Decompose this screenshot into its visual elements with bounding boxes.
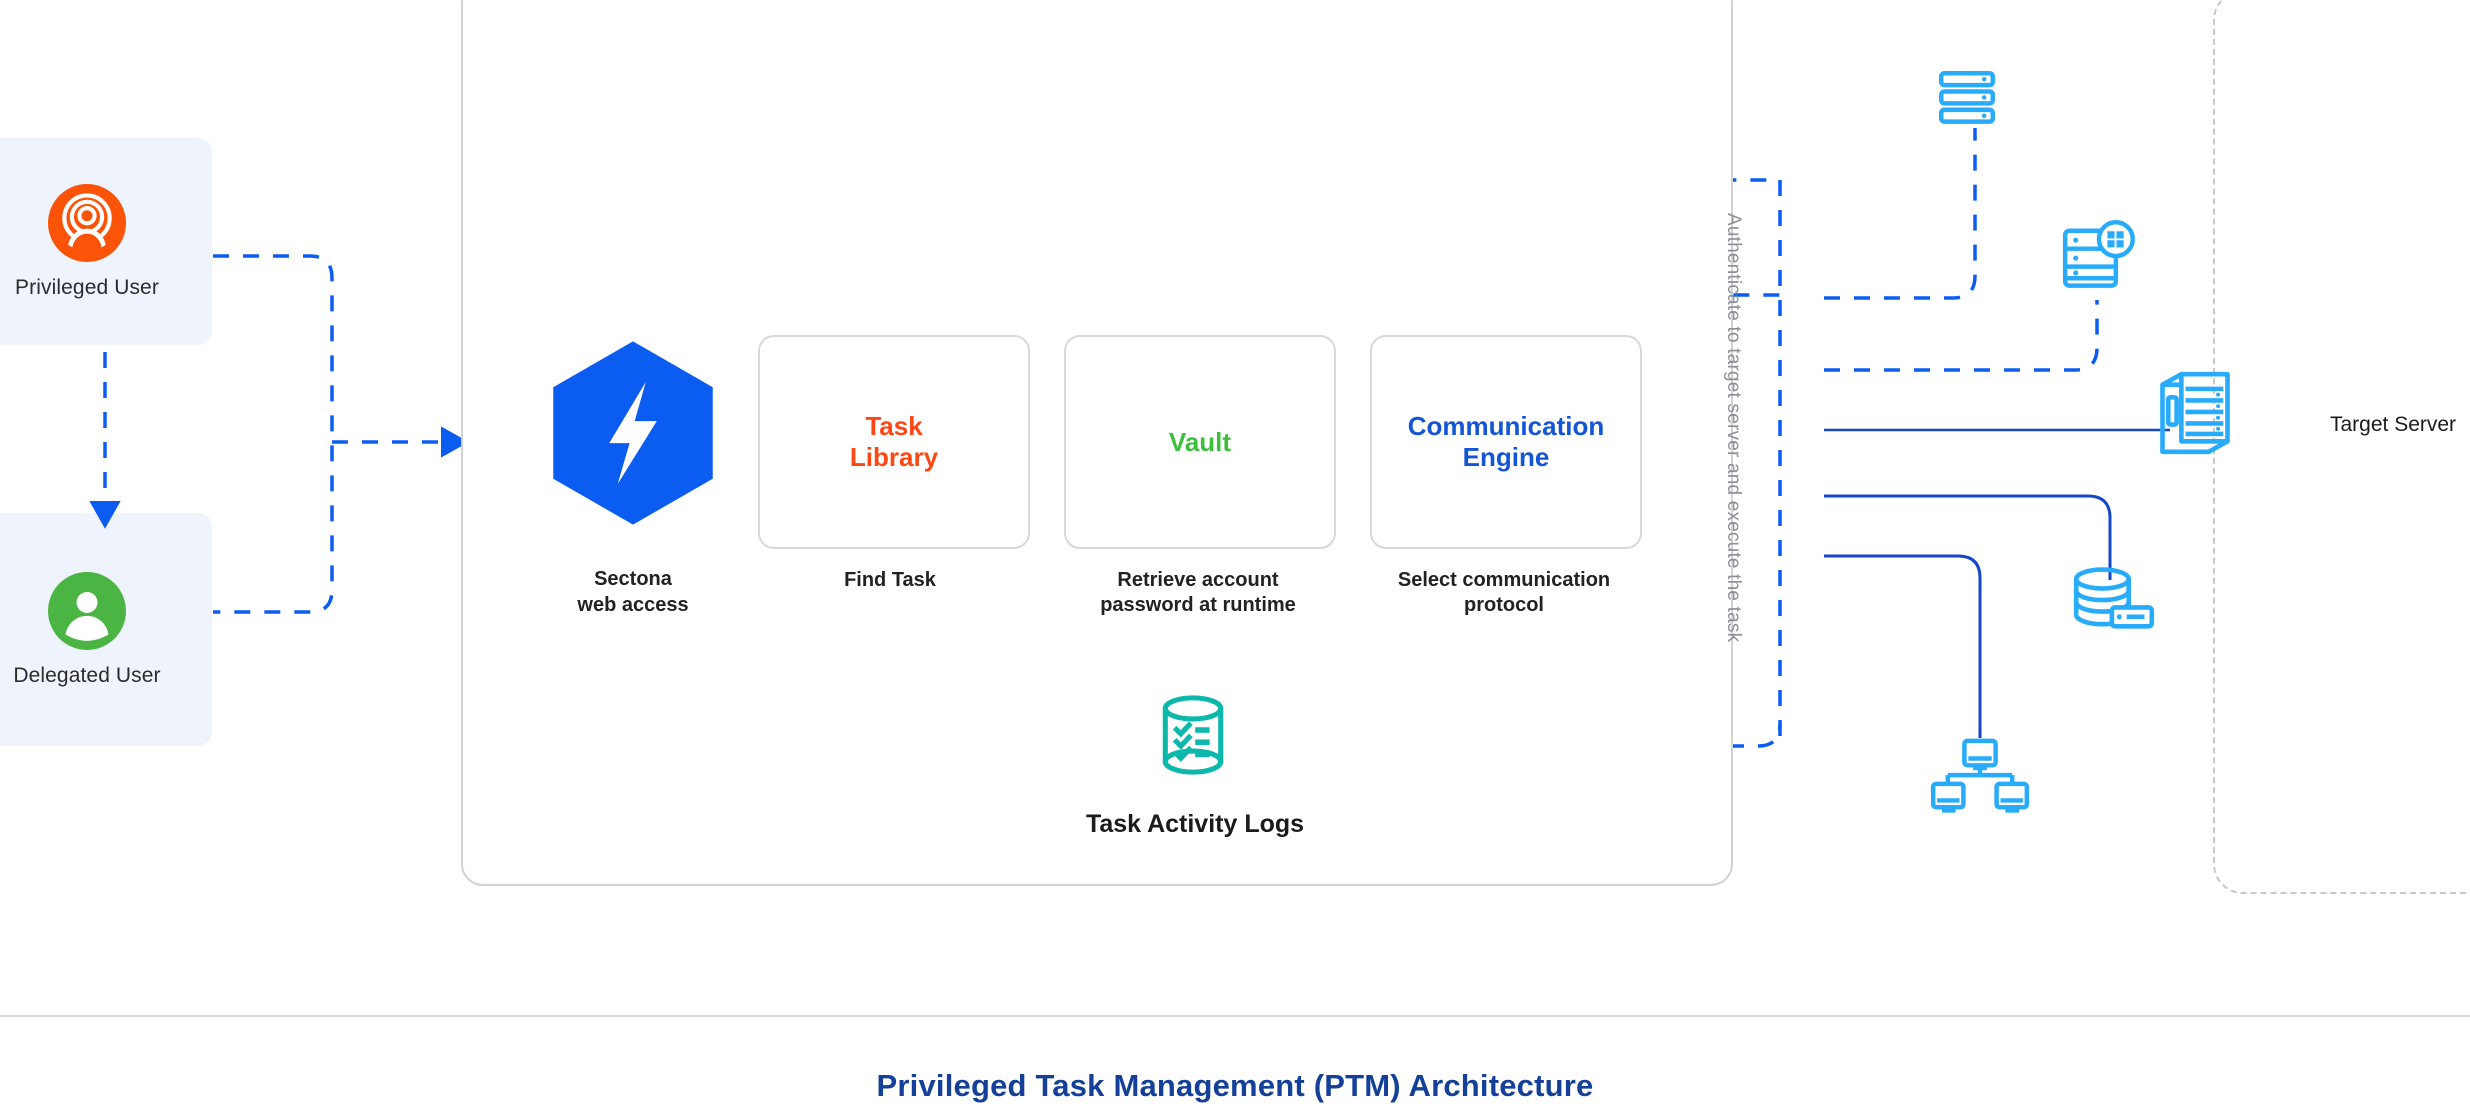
step-caption-line2: protocol [1464, 594, 1544, 616]
actor-label: Delegated User [13, 663, 161, 687]
step-title-line1: Communication [1407, 411, 1605, 442]
step-box-task-library[interactable]: Task Library [758, 335, 1030, 549]
actor-label: Privileged User [15, 275, 159, 299]
edge-privileged-to-bus [213, 254, 334, 614]
sectona-caption: Sectona web access [488, 566, 778, 618]
step-caption-line1: Find Task [844, 569, 936, 591]
step-caption-line2: password at runtime [1100, 594, 1296, 616]
step-caption-line1: Retrieve account [1117, 569, 1279, 591]
sectona-caption-line1: Sectona [594, 568, 672, 590]
delegated-user-icon [48, 571, 126, 650]
target-server-label: Target Server [2330, 413, 2457, 436]
step-box-vault[interactable]: Vault [1064, 335, 1336, 549]
sectona-hex-logo [538, 338, 728, 528]
step-caption-communication-engine: Select communication protocol [1354, 568, 1654, 618]
network-computers-icon [1930, 738, 2030, 823]
privileged-user-icon [48, 183, 126, 262]
step-caption-task-library: Find Task [740, 568, 1040, 593]
authenticate-vertical-label: Authenticate to target server and execut… [1723, 213, 1744, 643]
footer-divider [0, 1015, 2470, 1017]
windows-server-icon [2062, 220, 2138, 295]
actor-card-delegated-user[interactable]: Delegated User [0, 513, 212, 746]
step-caption-vault: Retrieve account password at runtime [1048, 568, 1348, 618]
sectona-caption-line2: web access [577, 594, 689, 616]
edge-bus-to-network-hosts [1824, 554, 1982, 738]
edge-bus-to-windows-server [1824, 300, 2099, 372]
step-title-line2: Library [849, 442, 939, 472]
step-title-line1: Vault [1168, 426, 1232, 457]
actor-card-privileged-user[interactable]: Privileged User [0, 138, 212, 345]
step-title-line2: Engine [1462, 442, 1550, 472]
edge-bus-to-rack-server [1824, 128, 1977, 300]
database-server-icon [2072, 565, 2156, 638]
tower-server-icon [2158, 370, 2232, 461]
rack-server-icon [1938, 70, 1996, 131]
step-box-communication-engine[interactable]: Communication Engine [1370, 335, 1642, 549]
step-caption-line1: Select communication [1397, 569, 1611, 591]
step-title-line1: Task [865, 411, 923, 442]
footer-title: Privileged Task Management (PTM) Archite… [876, 1068, 1594, 1103]
edge-bus-to-database-server [1824, 494, 2112, 580]
task-activity-logs-label: Task Activity Logs [1085, 810, 1305, 838]
target-server-zone [2213, 0, 2470, 894]
task-activity-logs-database-icon [1157, 694, 1229, 776]
